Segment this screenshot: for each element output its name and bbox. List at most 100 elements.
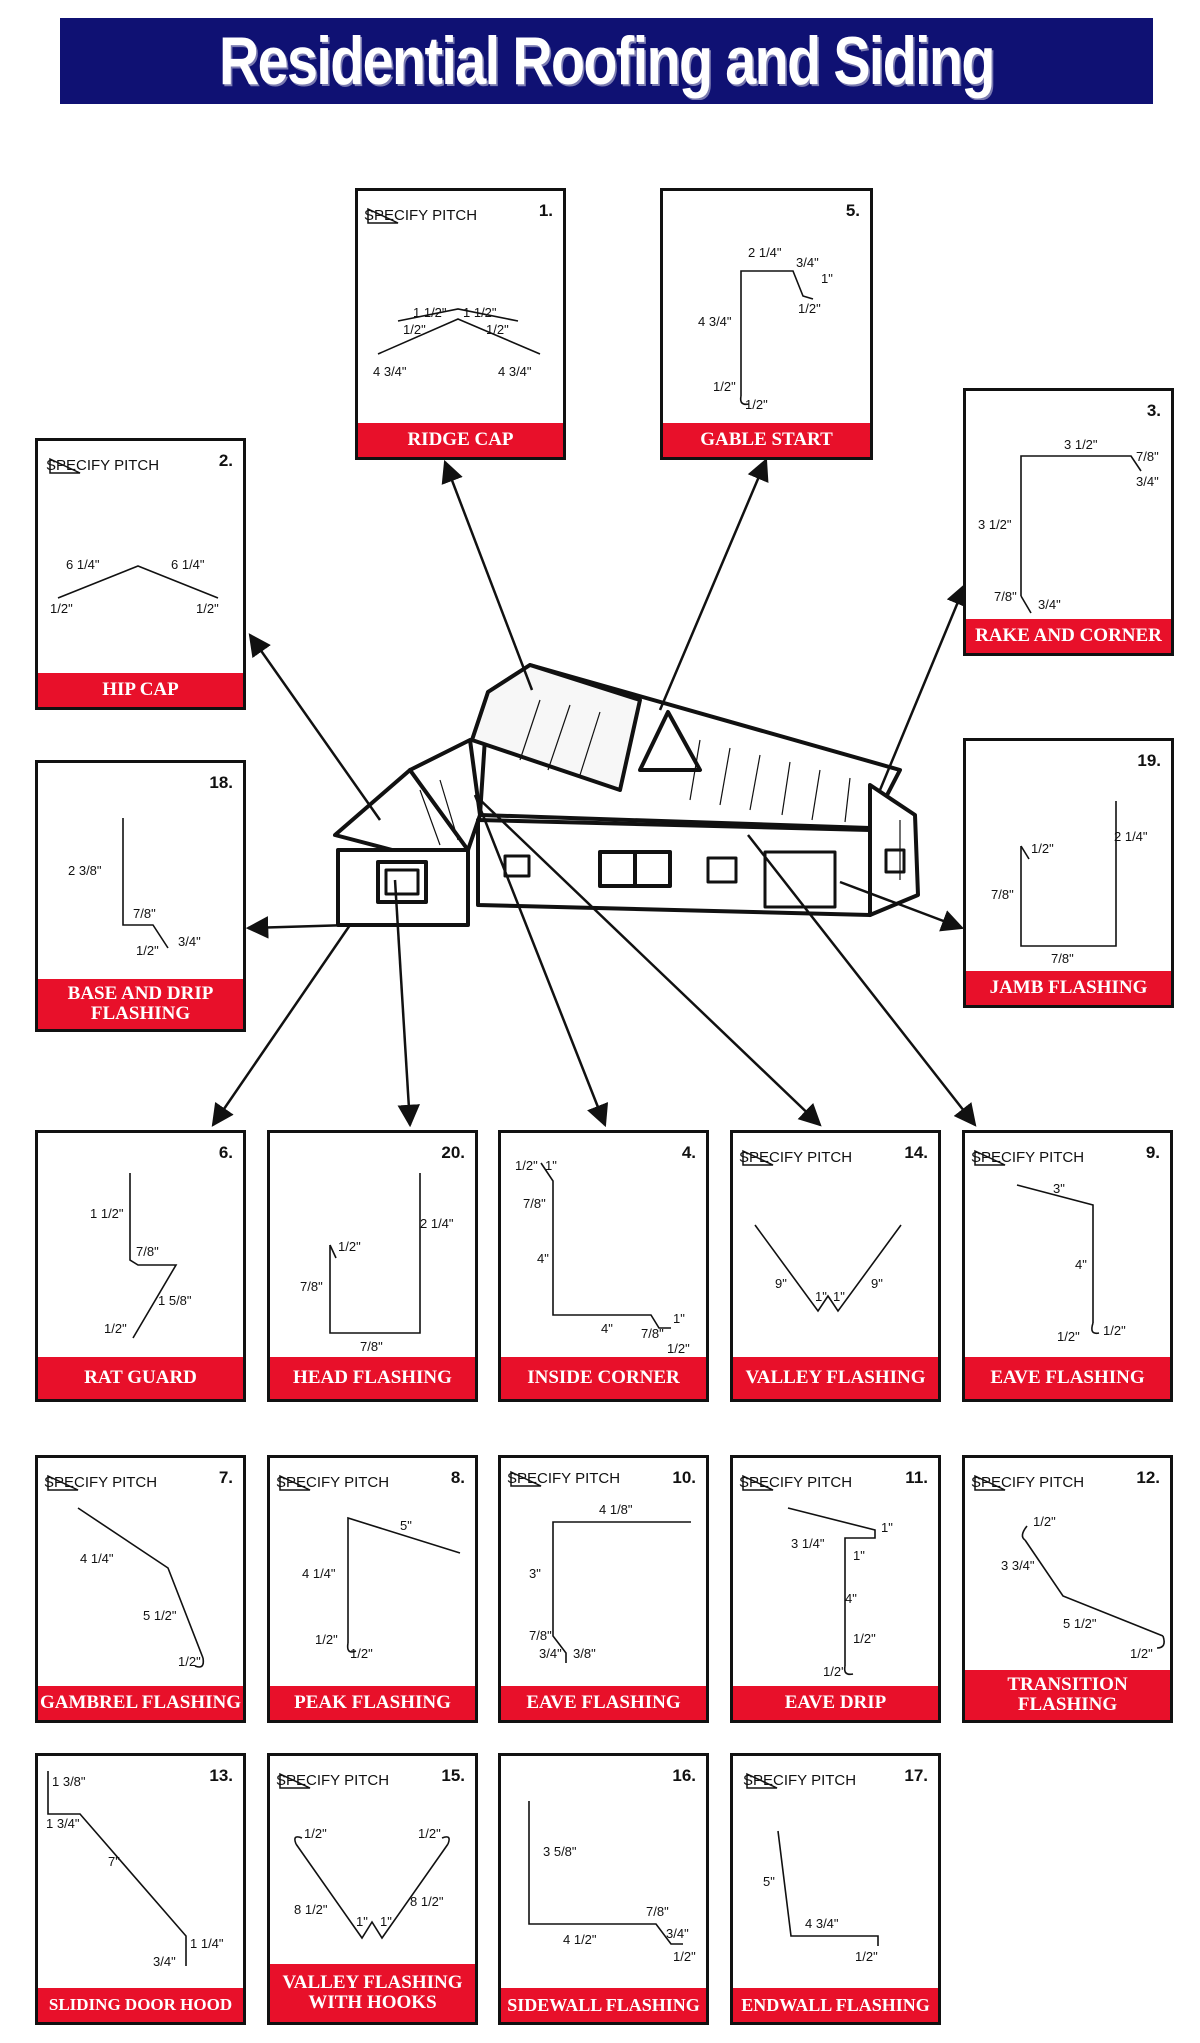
part-label: ENDWALL FLASHING (733, 1988, 938, 2022)
dim: 7/8" (360, 1339, 383, 1354)
card-rake-and-corner: 3. 3 1/2" 7/8" 3/4" 3 1/2" 7/8" 3/4" RAK… (963, 388, 1174, 656)
profile-drawing: 1 1/2" 7/8" 1 5/8" 1/2" (90, 1173, 192, 1339)
dim: 5 1/2" (143, 1608, 177, 1623)
dim: 1/2" (798, 301, 821, 316)
dim: 3 1/4" (791, 1536, 825, 1551)
part-label: RIDGE CAP (358, 423, 563, 457)
dim: 1" (833, 1289, 845, 1304)
part-label: HEAD FLASHING (270, 1357, 475, 1399)
page-title: Residential Roofing and Siding (219, 23, 995, 99)
specify-pitch: SPECIFY PITCH (44, 1474, 158, 1491)
dim: 1" (881, 1520, 893, 1535)
card-eave-flashing-10: SPECIFY PITCH 10. 4 1/8" 3" 7/8" 3/4" 3/… (498, 1455, 709, 1723)
part-label: RAT GUARD (38, 1357, 243, 1399)
profile-drawing: 5" 4 3/4" 1/2" (763, 1830, 879, 1964)
card-gambrel-flashing: SPECIFY PITCH 7. 4 1/4" 5 1/2" 1/2" GAMB… (35, 1455, 246, 1723)
dim: 1" (853, 1548, 865, 1563)
dim: 1" (815, 1289, 827, 1304)
dim: 1/2" (1057, 1329, 1080, 1344)
dim: 4 3/4" (805, 1916, 839, 1931)
dim: 1 3/4" (46, 1816, 80, 1831)
part-number: 16. (672, 1766, 696, 1785)
part-number: 12. (1136, 1468, 1160, 1487)
part-label: SIDEWALL FLASHING (501, 1988, 706, 2022)
dim: 1/2" (50, 601, 73, 616)
specify-pitch: SPECIFY PITCH (739, 1149, 853, 1166)
pitch-triangle-icon (742, 1474, 774, 1491)
dim: 3" (529, 1566, 541, 1581)
dim: 1/2" (823, 1664, 846, 1679)
profile-drawing: 1/2" 3 3/4" 5 1/2" 1/2" (1001, 1514, 1165, 1661)
dim: 1" (380, 1914, 392, 1929)
specify-pitch: SPECIFY PITCH (46, 457, 160, 474)
card-eave-flashing-9: SPECIFY PITCH 9. 3" 4" 1/2" 1/2" EAVE FL… (962, 1130, 1173, 1402)
dim: 9" (775, 1276, 787, 1291)
dim: 1/2" (196, 601, 219, 616)
part-label: RAKE AND CORNER (966, 619, 1171, 653)
specify-pitch: SPECIFY PITCH (507, 1470, 621, 1487)
pitch-triangle-icon (510, 1470, 542, 1487)
card-valley-flashing-with-hooks: SPECIFY PITCH 15. 1/2" 1/2" 8 1/2" 8 1/2… (267, 1753, 478, 2025)
part-label: PEAK FLASHING (270, 1686, 475, 1720)
card-transition-flashing: SPECIFY PITCH 12. 1/2" 3 3/4" 5 1/2" 1/2… (962, 1455, 1173, 1723)
dim: 8 1/2" (410, 1894, 444, 1909)
profile-drawing: 3 1/2" 7/8" 3/4" 3 1/2" 7/8" 3/4" (978, 437, 1159, 614)
dim: 7/8" (529, 1628, 552, 1643)
dim: 1/2" (673, 1949, 696, 1964)
dim: 3/4" (796, 255, 819, 270)
dim: 1/2" (178, 1654, 201, 1669)
part-number: 18. (209, 773, 233, 792)
card-endwall-flashing: SPECIFY PITCH 17. 5" 4 3/4" 1/2" ENDWALL… (730, 1753, 941, 2025)
dim: 7/8" (994, 589, 1017, 604)
part-number: 17. (904, 1766, 928, 1785)
profile-drawing: 1/2" 1" 7/8" 4" 4" 7/8" 1" 1/2" (515, 1158, 690, 1356)
card-gable-start: 5. 2 1/4" 3/4" 1" 1/2" 4 3/4" 1/2" 1/2" … (660, 188, 873, 460)
part-label: HIP CAP (38, 673, 243, 707)
dim: 6 1/4" (171, 557, 205, 572)
specify-pitch: SPECIFY PITCH (276, 1772, 390, 1789)
profile-drawing: 2 1/4" 3/4" 1" 1/2" 4 3/4" 1/2" 1/2" (698, 245, 833, 412)
dim: 7/8" (136, 1244, 159, 1259)
dim: 3 1/2" (978, 517, 1012, 532)
dim: 4" (1075, 1257, 1087, 1272)
card-sidewall-flashing: 16. 3 5/8" 7/8" 4 1/2" 3/4" 1/2" SIDEWAL… (498, 1753, 709, 2025)
dim: 7/8" (300, 1279, 323, 1294)
dim: 2 1/4" (420, 1216, 454, 1231)
pitch-triangle-icon (974, 1474, 1006, 1491)
profile-drawing: 9" 1" 1" 9" (754, 1224, 902, 1313)
profile-drawing: 6 1/4" 6 1/4" 1/2" 1/2" (50, 557, 219, 616)
part-number: 1. (538, 201, 553, 220)
dim: 1/2" (136, 943, 159, 958)
part-label: JAMB FLASHING (966, 971, 1171, 1005)
part-number: 15. (441, 1766, 465, 1785)
dim: 1/2" (315, 1632, 338, 1647)
profile-drawing: 1 1/2" 1 1/2" 1/2" 1/2" 4 3/4" 4 3/4" (373, 305, 541, 379)
profile-drawing: 3 5/8" 7/8" 4 1/2" 3/4" 1/2" (528, 1801, 696, 1964)
part-number: 19. (1137, 751, 1161, 770)
dim: 2 1/4" (1114, 829, 1148, 844)
pitch-triangle-icon (279, 1474, 311, 1491)
dim: 1/2" (1031, 841, 1054, 856)
dim: 1" (673, 1311, 685, 1326)
dim: 1 1/2" (463, 305, 497, 320)
card-inside-corner: 4. 1/2" 1" 7/8" 4" 4" 7/8" 1" 1/2" INSID… (498, 1130, 709, 1402)
dim: 6 1/4" (66, 557, 100, 572)
dim: 1/2" (418, 1826, 441, 1841)
dim: 4 1/4" (80, 1551, 114, 1566)
dim: 1/2" (667, 1341, 690, 1356)
card-hip-cap: SPECIFY PITCH 2. 6 1/4" 6 1/4" 1/2" 1/2"… (35, 438, 246, 710)
part-number: 20. (441, 1143, 465, 1162)
dim: 4 3/4" (373, 364, 407, 379)
specify-pitch: SPECIFY PITCH (364, 207, 478, 224)
part-number: 11. (905, 1468, 928, 1487)
part-label: EAVE FLASHING (501, 1686, 706, 1720)
dim: 3/8" (573, 1646, 596, 1661)
title-banner: Residential Roofing and Siding (60, 18, 1153, 104)
dim: 1/2" (104, 1321, 127, 1336)
dim: 1/2" (855, 1949, 878, 1964)
roof-hatching (419, 699, 901, 880)
dim: 3/4" (1038, 597, 1061, 612)
arrows (211, 457, 977, 1128)
dim: 1/2" (1130, 1646, 1153, 1661)
card-head-flashing: 20. 1/2" 2 1/4" 7/8" 7/8" HEAD FLASHING (267, 1130, 478, 1402)
